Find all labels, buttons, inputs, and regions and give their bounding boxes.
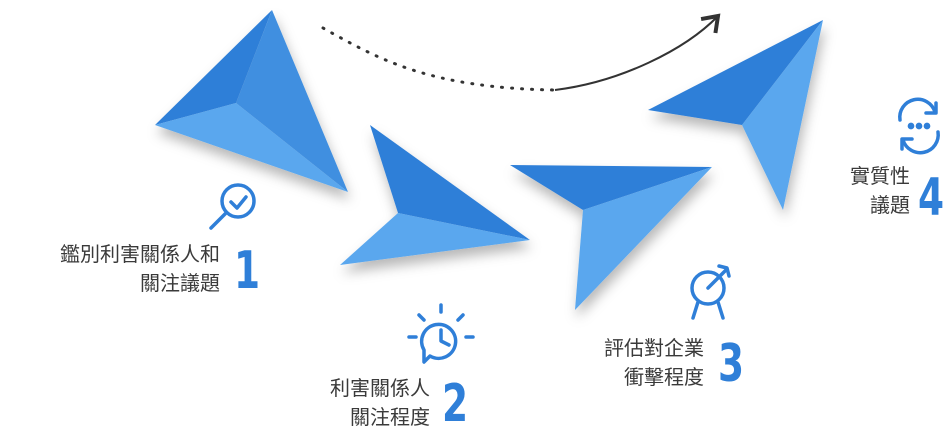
target-arrow-icon (690, 264, 731, 320)
paper-plane-2 (340, 125, 530, 265)
step-4-label: 實質性 議題 (850, 162, 910, 220)
step-3-line2: 衝擊程度 (624, 365, 704, 389)
clock-bulb-icon (407, 303, 475, 364)
step-1-number: 1 (234, 241, 261, 301)
step-4-line2: 議題 (870, 193, 910, 217)
refresh-dots-icon (898, 97, 940, 155)
step-1-line2: 關注議題 (140, 271, 220, 295)
step-4-line1: 實質性 (850, 164, 910, 188)
step-2-line2: 關注程度 (350, 405, 430, 429)
step-2-number: 2 (442, 374, 469, 434)
step-4-number: 4 (918, 168, 945, 228)
step-3-label: 評估對企業 衝擊程度 (604, 334, 704, 392)
step-1-label: 鑑別利害關係人和 關注議題 (60, 240, 220, 298)
step-3-line1: 評估對企業 (604, 336, 704, 360)
search-check-icon (209, 183, 256, 230)
step-2-line1: 利害關係人 (330, 376, 430, 400)
paper-plane-3 (510, 165, 712, 310)
step-1-line1: 鑑別利害關係人和 (60, 242, 220, 266)
step-3-number: 3 (718, 334, 745, 394)
paper-plane-4 (648, 20, 823, 210)
paper-plane-1 (155, 10, 348, 192)
connector-arrow (321, 13, 721, 92)
step-2-label: 利害關係人 關注程度 (330, 374, 430, 432)
